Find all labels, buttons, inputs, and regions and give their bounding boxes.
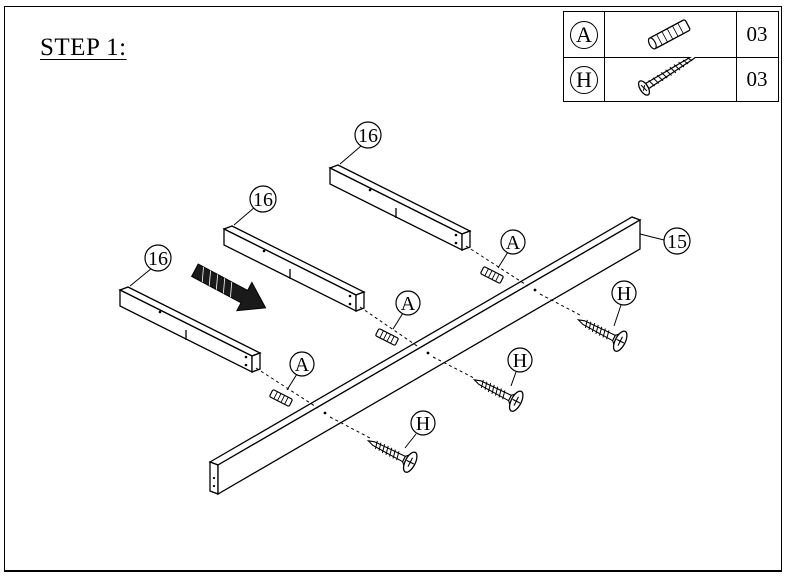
part-letter: H [570, 65, 598, 94]
screw-h-3 [572, 309, 631, 354]
parts-row-dowel: A 03 [564, 12, 778, 58]
alignment-guides [255, 245, 581, 439]
callout-a-3: A [500, 229, 526, 255]
callout-label: H [416, 413, 430, 435]
screw-h-2 [468, 369, 527, 414]
callout-label: A [295, 354, 310, 376]
dowel-icon [647, 19, 691, 50]
callout-h-2: H [507, 347, 533, 373]
callout-16-left: 16 [144, 244, 172, 272]
callout-a-1: A [289, 351, 315, 377]
callout-16-right: 16 [354, 121, 382, 149]
screw-h-1 [362, 430, 421, 475]
page-frame [4, 6, 782, 572]
callout-label: H [617, 283, 631, 305]
part-quantity: 03 [746, 67, 768, 91]
part-quantity: 03 [746, 22, 768, 46]
part-image-cell [604, 52, 737, 102]
callout-label: A [401, 293, 416, 315]
bottom-divider [4, 570, 782, 571]
step-title: STEP 1: [40, 34, 127, 61]
callout-h-3: H [611, 280, 637, 306]
part-image-cell [604, 12, 737, 57]
callout-label: 16 [148, 248, 168, 270]
callout-label: H [513, 350, 527, 372]
panel-16-right [329, 164, 471, 251]
parts-table: A 03 H [563, 11, 779, 102]
part-letter-cell: A [564, 12, 605, 57]
parts-row-screw: H [564, 52, 778, 102]
direction-arrow-icon [190, 263, 267, 312]
callout-h-1: H [410, 410, 436, 436]
screw-icon [637, 52, 701, 96]
dowel-a-1 [268, 388, 294, 408]
callout-label: 16 [253, 189, 273, 211]
rail-15 [208, 216, 642, 496]
part-letter-cell: H [564, 57, 605, 102]
callout-15: 15 [663, 227, 691, 255]
part-letter: A [570, 20, 598, 49]
callout-label: 16 [358, 125, 378, 147]
callout-label: 15 [667, 231, 687, 253]
callout-label: A [506, 232, 521, 254]
dowel-a-3 [479, 265, 505, 285]
callout-16-middle: 16 [249, 185, 277, 213]
callout-a-2: A [395, 290, 421, 316]
callout-leaders [129, 145, 665, 449]
